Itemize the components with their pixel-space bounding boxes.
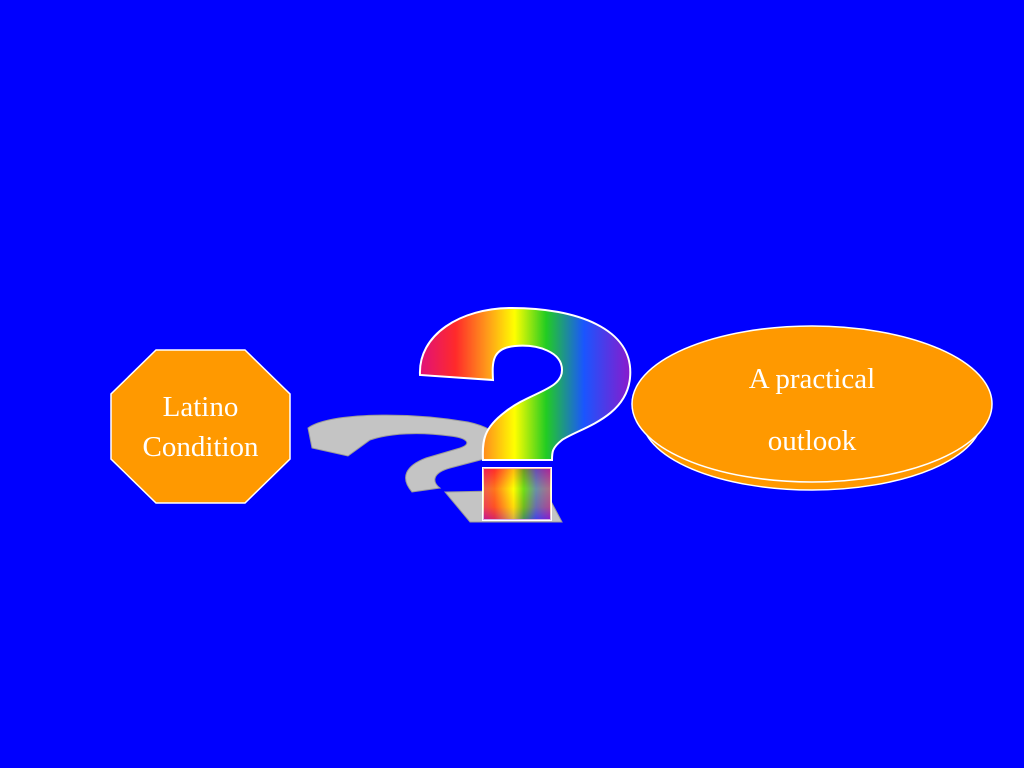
octagon-shape (110, 349, 291, 504)
octagon-label-line-2: Condition (142, 430, 259, 463)
rainbow-question-mark-icon (300, 300, 640, 530)
ellipse-label-line-1: A practical (748, 363, 876, 395)
ellipse-label-line-2: outlook (767, 425, 857, 457)
octagon-label: Latino Condition (110, 349, 291, 504)
octagon-label-line-1: Latino (162, 390, 239, 423)
practical-outlook-ellipse: A practical outlook (630, 322, 994, 492)
question-mark-front (418, 306, 632, 521)
latino-condition-octagon: Latino Condition (110, 349, 291, 504)
ellipse-shape (631, 325, 993, 491)
ellipse-label: A practical outlook (630, 348, 994, 472)
